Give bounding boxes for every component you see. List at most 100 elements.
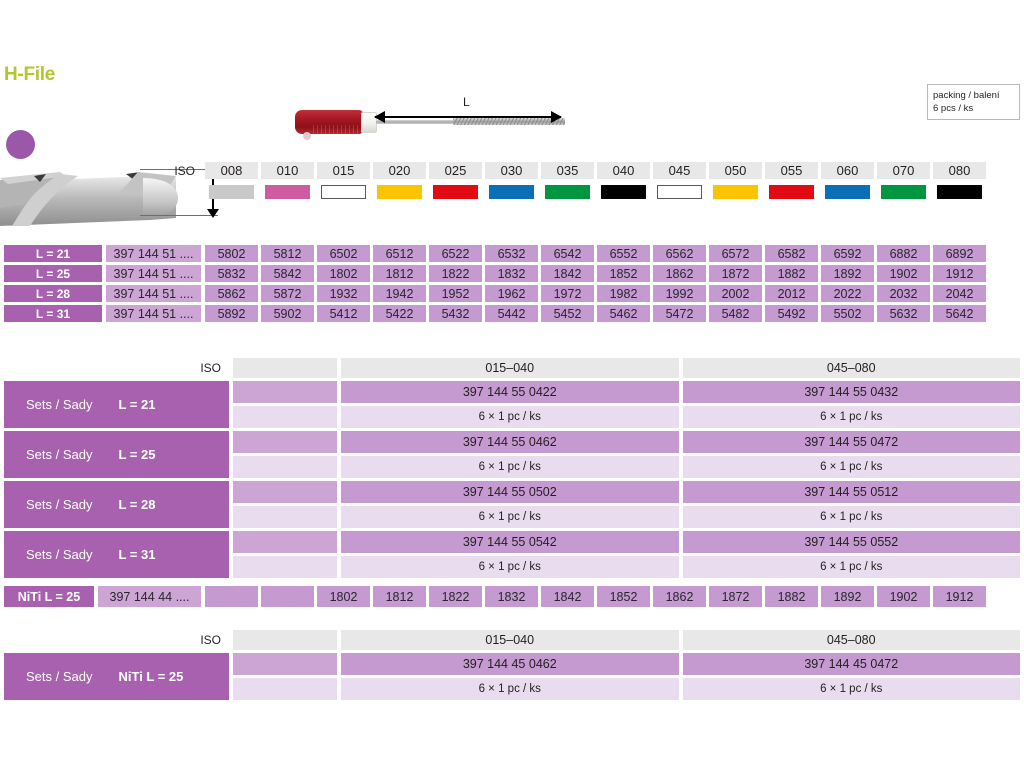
swatch-lead-spacer	[4, 184, 201, 199]
order-code-cell: 5842	[261, 265, 314, 282]
order-code-cell: 2042	[933, 285, 986, 302]
dimension-line	[375, 116, 561, 118]
sets-group-cell: 397 144 55 0542 6 × 1 pc / ks	[341, 531, 679, 578]
sets-blank-top	[233, 481, 337, 503]
iso-swatch-wrap-008	[205, 184, 258, 199]
order-code-cell: 6582	[765, 245, 818, 262]
sets-blank-top	[233, 381, 337, 403]
file-shaft	[376, 120, 456, 124]
order-code-cell: 1832	[485, 265, 538, 282]
order-code-cell: 5872	[261, 285, 314, 302]
order-code-cell: 5902	[261, 305, 314, 322]
order-code-cell: 1852	[597, 265, 650, 282]
order-code-cell: 6522	[429, 245, 482, 262]
iso-swatch-wrap-080	[933, 184, 986, 199]
sets-blank-column	[233, 481, 337, 528]
order-code-cell: 1942	[373, 285, 426, 302]
iso-color-row	[4, 184, 1020, 199]
iso-swatch-wrap-020	[373, 184, 426, 199]
sets-group-cell: 397 144 45 0472 6 × 1 pc / ks	[682, 653, 1020, 700]
sets-blank-bottom	[233, 678, 337, 700]
order-code-cell: 2022	[821, 285, 874, 302]
iso-color-swatch-015	[321, 184, 366, 199]
sets-blank-top	[233, 653, 337, 675]
product-color-dot	[6, 130, 35, 159]
sets-blank-bottom	[233, 456, 337, 478]
sets-blank-bottom	[233, 556, 337, 578]
order-code-cell: 1842	[541, 586, 594, 607]
sets-order-code: 397 144 55 0542	[341, 531, 679, 553]
sets-packing: 6 × 1 pc / ks	[341, 556, 679, 578]
order-code-cell: 1902	[877, 265, 930, 282]
iso-swatch-wrap-070	[877, 184, 930, 199]
sets-blank-column	[233, 653, 337, 700]
file-flutes	[453, 118, 565, 125]
order-code-cell: 6532	[485, 245, 538, 262]
packing-note: packing / balení 6 pcs / ks	[927, 84, 1020, 120]
order-code-cell: 1892	[821, 586, 874, 607]
iso-color-swatch-035	[545, 184, 590, 199]
dimension-label: L	[463, 95, 470, 109]
order-code-cell: 5802	[205, 245, 258, 262]
iso-color-swatch-010	[265, 184, 310, 199]
sets-packing: 6 × 1 pc / ks	[682, 456, 1020, 478]
sets-length: L = 25	[118, 447, 156, 462]
order-code-cell: 6592	[821, 245, 874, 262]
sets-blank-top	[233, 531, 337, 553]
arrow-left-icon	[374, 111, 385, 123]
sets-blank-top	[233, 431, 337, 453]
tip-guide-bottom	[140, 215, 218, 216]
order-code-cell: 1812	[373, 265, 426, 282]
sets-group-header: 015–040	[341, 630, 679, 650]
iso-swatch-wrap-040	[597, 184, 650, 199]
sets-packing: 6 × 1 pc / ks	[682, 678, 1020, 700]
row-base-code: 397 144 51 ....	[106, 265, 201, 282]
sets-packing: 6 × 1 pc / ks	[682, 406, 1020, 428]
iso-swatch-wrap-060	[821, 184, 874, 199]
order-code-cell: 1872	[709, 265, 762, 282]
order-code-cell: 5832	[205, 265, 258, 282]
row-length-label: L = 31	[4, 305, 102, 322]
order-code-cell: 1822	[429, 265, 482, 282]
instrument-illustration: L	[295, 95, 565, 147]
iso-size-035: 035	[541, 162, 594, 179]
iso-size-030: 030	[485, 162, 538, 179]
iso-swatch-wrap-025	[429, 184, 482, 199]
arrow-down-icon	[207, 209, 219, 218]
sets-order-code: 397 144 55 0432	[682, 381, 1020, 403]
iso-swatch-wrap-050	[709, 184, 762, 199]
order-code-cell: 5442	[485, 305, 538, 322]
order-code-cell: 2002	[709, 285, 762, 302]
order-code-cell: 6882	[877, 245, 930, 262]
iso-swatch-wrap-010	[261, 184, 314, 199]
order-code-cell: 1902	[877, 586, 930, 607]
sets-order-code: 397 144 55 0422	[341, 381, 679, 403]
sets-name: Sets / Sady	[26, 669, 93, 684]
sets-order-code: 397 144 45 0472	[682, 653, 1020, 675]
sets-length: L = 21	[118, 397, 156, 412]
order-code-cell: 1882	[765, 586, 818, 607]
sets-packing: 6 × 1 pc / ks	[341, 678, 679, 700]
row-base-code: 397 144 51 ....	[106, 305, 201, 322]
order-code-cell: 1822	[429, 586, 482, 607]
order-code-cell: 6502	[317, 245, 370, 262]
sets-packing: 6 × 1 pc / ks	[341, 506, 679, 528]
sets-blank-column	[233, 431, 337, 478]
iso-color-swatch-055	[769, 184, 814, 199]
iso-size-010: 010	[261, 162, 314, 179]
order-code-cell: 2032	[877, 285, 930, 302]
order-code-cell: 5862	[205, 285, 258, 302]
order-code-cell	[261, 586, 314, 607]
sets-iso-label: ISO	[200, 633, 221, 647]
order-code-cell: 5462	[597, 305, 650, 322]
